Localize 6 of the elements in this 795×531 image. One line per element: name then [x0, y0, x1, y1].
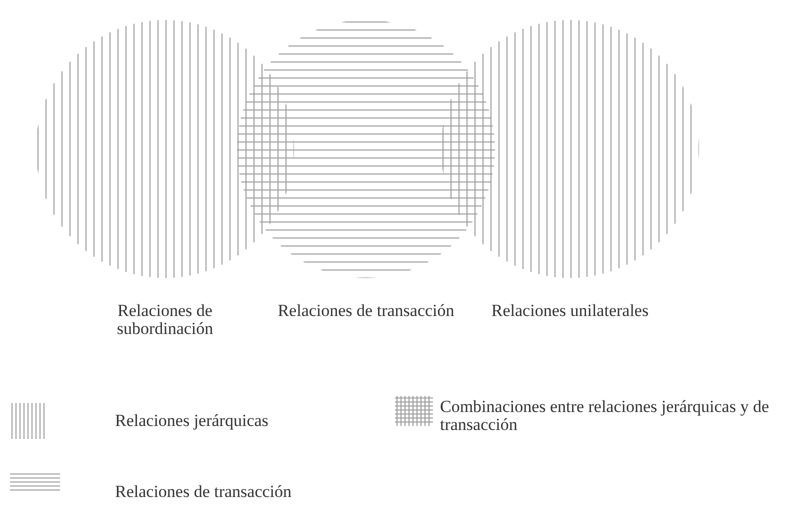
- legend-label: Combinaciones entre relaciones jerárquicas y de transacción: [440, 398, 770, 434]
- circle-label: Relaciones de subordinación: [116, 302, 214, 338]
- legend-label: Relaciones de transacción: [115, 483, 293, 501]
- legend-label: Relaciones jerárquicas: [115, 412, 270, 430]
- circle-label: Relaciones unilaterales: [490, 302, 650, 320]
- circle-label: Relaciones de transacción: [276, 302, 456, 320]
